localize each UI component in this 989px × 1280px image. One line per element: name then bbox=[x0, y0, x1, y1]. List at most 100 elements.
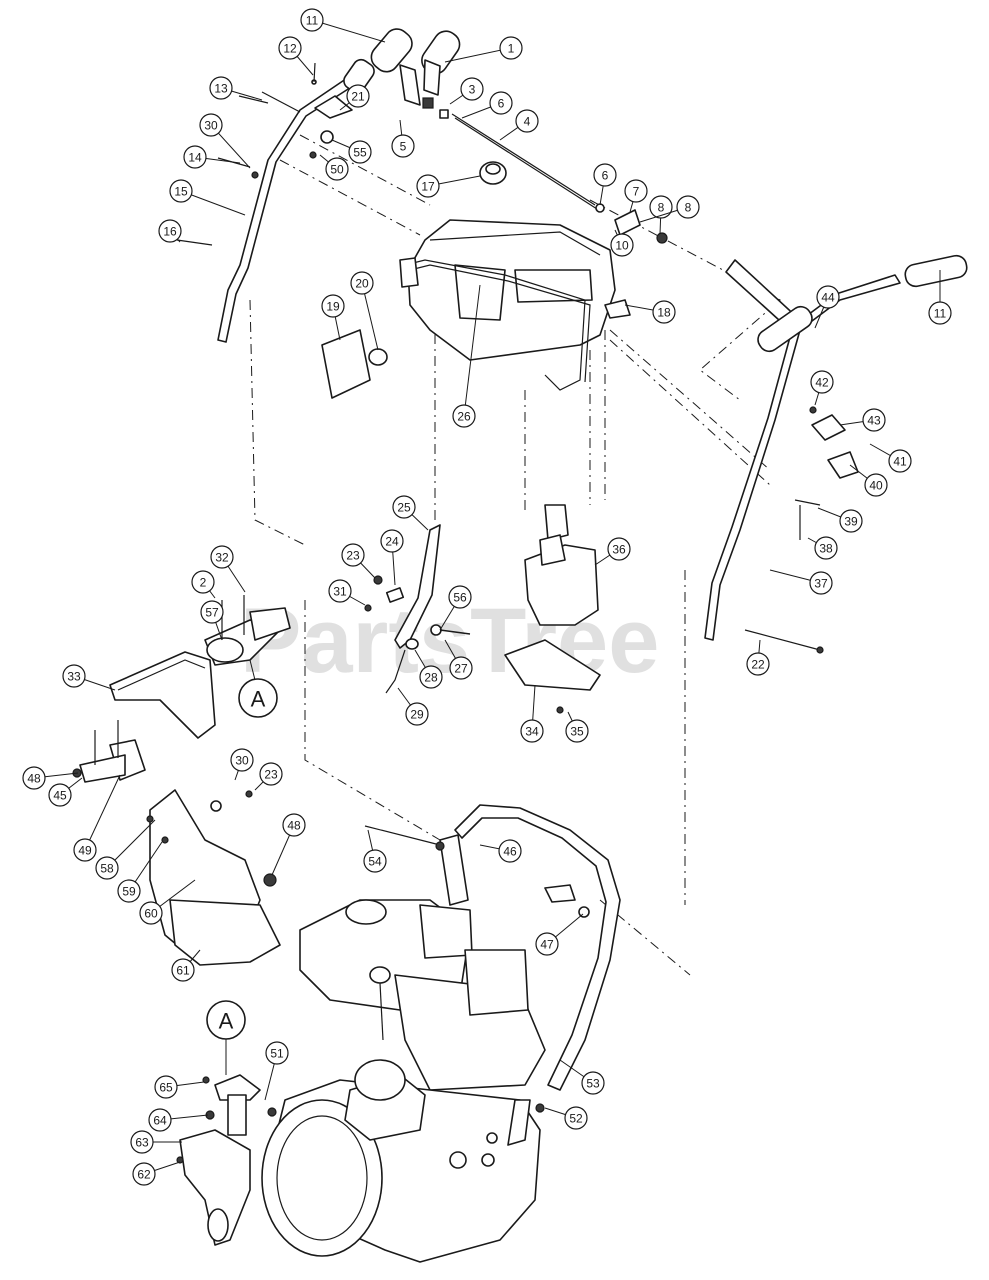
callout-35: 35 bbox=[565, 711, 589, 743]
callout-21: 21 bbox=[339, 84, 370, 111]
callout-number: 56 bbox=[453, 591, 467, 605]
callout-circle bbox=[380, 529, 404, 553]
callout-circle bbox=[593, 163, 617, 187]
callout-29: 29 bbox=[397, 687, 429, 726]
callout-circle bbox=[191, 570, 215, 594]
callout-number: 35 bbox=[570, 725, 584, 739]
callout-circle bbox=[154, 1075, 178, 1099]
callout-number: 33 bbox=[67, 670, 81, 684]
callout-circle bbox=[809, 571, 833, 595]
callout-circle bbox=[405, 702, 429, 726]
callout-number: 43 bbox=[867, 414, 881, 428]
callout-circle bbox=[363, 849, 387, 873]
chute-assembly-part bbox=[72, 595, 291, 966]
callout-leader bbox=[84, 774, 121, 851]
callout-number: 7 bbox=[633, 185, 640, 199]
callout-30: 30 bbox=[230, 748, 254, 781]
callout-number: 38 bbox=[819, 542, 833, 556]
callout-30: 30 bbox=[199, 113, 251, 169]
callout-number: 22 bbox=[751, 658, 765, 672]
callout-circle bbox=[209, 76, 233, 100]
callout-circle bbox=[300, 8, 324, 32]
callout-leader bbox=[311, 19, 386, 43]
callout-circle bbox=[419, 665, 443, 689]
callout-circle bbox=[416, 174, 440, 198]
callout-number: 14 bbox=[188, 151, 202, 165]
callout-42: 42 bbox=[810, 370, 834, 406]
callout-circle bbox=[499, 36, 523, 60]
callout-number: 61 bbox=[176, 964, 190, 978]
callout-circle bbox=[676, 195, 700, 219]
chute-base-part bbox=[176, 1074, 261, 1246]
view-marker-a-leader bbox=[249, 659, 256, 681]
callout-number: 21 bbox=[351, 90, 365, 104]
callout-11: 11 bbox=[928, 270, 952, 325]
callout-13: 13 bbox=[209, 76, 263, 101]
callout-circle bbox=[391, 134, 415, 158]
callout-circle bbox=[489, 91, 513, 115]
callout-circle bbox=[346, 84, 370, 108]
callout-16: 16 bbox=[158, 219, 182, 243]
callout-32: 32 bbox=[210, 545, 246, 593]
callout-62: 62 bbox=[132, 1161, 181, 1186]
callout-53: 53 bbox=[559, 1059, 605, 1095]
callout-circle bbox=[814, 536, 838, 560]
callout-number: 49 bbox=[78, 844, 92, 858]
callout-2: 2 bbox=[191, 570, 216, 599]
callout-number: 40 bbox=[869, 479, 883, 493]
callout-56: 56 bbox=[439, 585, 472, 631]
callout-61: 61 bbox=[171, 949, 201, 982]
callout-number: 28 bbox=[424, 671, 438, 685]
callout-number: 60 bbox=[144, 907, 158, 921]
callout-25: 25 bbox=[392, 495, 429, 531]
callout-circle bbox=[928, 301, 952, 325]
callout-circle bbox=[649, 195, 673, 219]
callout-57: 57 bbox=[200, 600, 224, 641]
svg-text:A: A bbox=[251, 687, 266, 712]
view-marker-a-upper: A bbox=[238, 678, 278, 718]
callout-circle bbox=[624, 179, 648, 203]
callout-number: 5 bbox=[400, 140, 407, 154]
callout-circle bbox=[564, 1106, 588, 1130]
callout-circle bbox=[278, 36, 302, 60]
callout-26: 26 bbox=[452, 284, 481, 428]
callout-number: 57 bbox=[205, 606, 219, 620]
callout-number: 1 bbox=[508, 42, 515, 56]
callout-60: 60 bbox=[139, 879, 196, 925]
callout-36: 36 bbox=[594, 537, 631, 566]
callout-circle bbox=[746, 652, 770, 676]
callout-circle bbox=[199, 113, 223, 137]
callout-number: 30 bbox=[235, 754, 249, 768]
callout-circle bbox=[515, 109, 539, 133]
callout-number: 27 bbox=[454, 662, 468, 676]
callout-circle bbox=[449, 656, 473, 680]
callout-41: 41 bbox=[869, 443, 912, 473]
callout-8: 8 bbox=[649, 195, 673, 235]
callout-number: 62 bbox=[137, 1168, 151, 1182]
callout-49: 49 bbox=[73, 774, 121, 862]
callout-59: 59 bbox=[117, 841, 163, 903]
callout-55: 55 bbox=[331, 139, 372, 164]
callout-circle bbox=[610, 233, 634, 257]
callout-circle bbox=[210, 545, 234, 569]
callout-number: 52 bbox=[569, 1112, 583, 1126]
callout-58: 58 bbox=[95, 819, 156, 880]
callout-14: 14 bbox=[183, 145, 241, 169]
callout-number: 6 bbox=[602, 169, 609, 183]
callout-circle bbox=[169, 179, 193, 203]
callout-number: 3 bbox=[469, 83, 476, 97]
callout-17: 17 bbox=[416, 174, 481, 198]
callout-38: 38 bbox=[807, 536, 838, 560]
callout-circle bbox=[392, 495, 416, 519]
callout-50: 50 bbox=[319, 154, 349, 181]
callout-23: 23 bbox=[254, 762, 283, 791]
callout-number: 8 bbox=[658, 201, 665, 215]
callout-number: 51 bbox=[270, 1047, 284, 1061]
callout-6: 6 bbox=[593, 163, 617, 206]
callout-number: 50 bbox=[330, 163, 344, 177]
callout-circle bbox=[864, 473, 888, 497]
callout-circle bbox=[816, 285, 840, 309]
callout-number: 13 bbox=[214, 82, 228, 96]
callout-circle bbox=[888, 449, 912, 473]
callout-circle bbox=[265, 1041, 289, 1065]
